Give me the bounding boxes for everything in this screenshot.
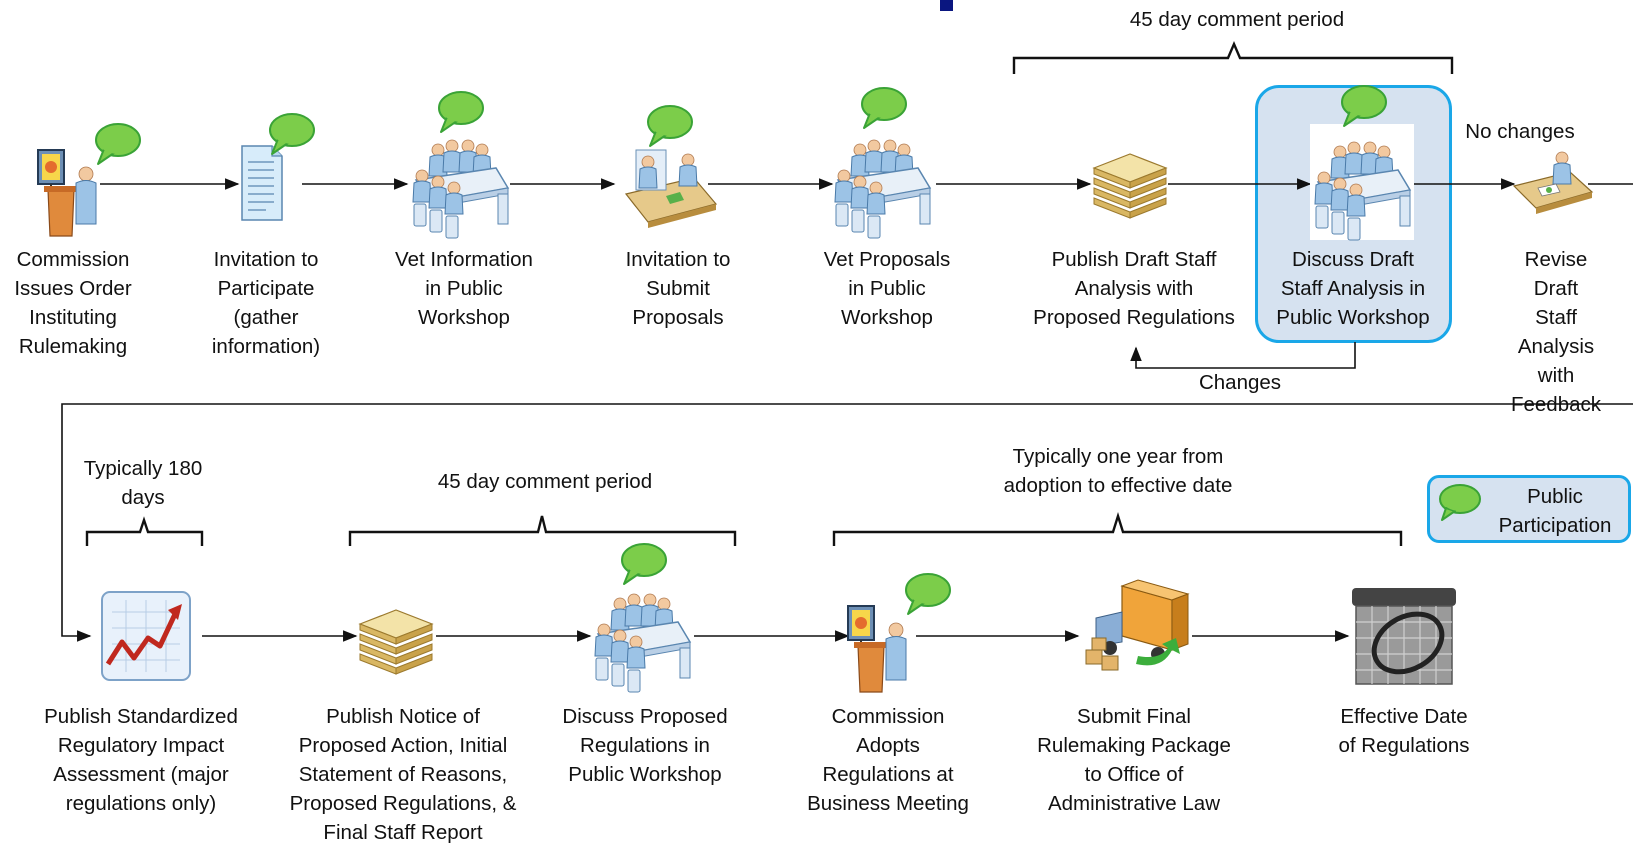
comment-period-label-row2: 45 day comment period — [437, 470, 653, 493]
step-label-discuss-proposed-regulations: Discuss Proposed Regulations in Public W… — [562, 705, 728, 786]
step-label-discuss-draft-staff-analysis: Discuss Draft Staff Analysis in Public W… — [1276, 248, 1430, 329]
speech-bubble-icon — [861, 87, 907, 129]
title-fragment-mark — [940, 0, 953, 11]
step-label-commission-issues-order: Commission Issues Order Instituting Rule… — [14, 248, 132, 358]
legend-box: Public Participation — [1427, 475, 1631, 543]
step-label-invitation-to-participate: Invitation to Participate (gather inform… — [211, 248, 321, 358]
document-stack-icon — [359, 609, 433, 675]
step-label-publish-notice: Publish Notice of Proposed Action, Initi… — [289, 705, 517, 844]
step-label-invitation-to-submit: Invitation to Submit Proposals — [625, 248, 731, 329]
speech-bubble-icon — [1341, 85, 1387, 127]
writing-at-desk-icon — [1512, 151, 1594, 214]
step-label-publish-sria: Publish Standardized Regulatory Impact A… — [44, 705, 238, 815]
typically-180-label: Typically 180 days — [83, 457, 203, 509]
one-year-label: Typically one year from adoption to effe… — [1003, 445, 1233, 497]
speech-bubble-icon — [647, 105, 693, 147]
speech-bubble-icon — [438, 91, 484, 133]
speech-bubble-icon — [905, 573, 951, 615]
step-label-commission-adopts: Commission Adopts Regulations at Busines… — [807, 705, 969, 815]
speech-bubble-icon — [269, 113, 315, 155]
no-changes-label: No changes — [1465, 120, 1575, 143]
speech-bubble-icon — [621, 543, 667, 585]
meeting-table-icon — [835, 140, 930, 238]
document-icon — [241, 145, 283, 221]
delivery-truck-icon — [1085, 579, 1190, 671]
speech-bubble-icon — [1439, 484, 1481, 521]
meeting-table-icon — [595, 594, 690, 692]
step-label-effective-date: Effective Date of Regulations — [1338, 705, 1470, 757]
calendar-icon — [1352, 588, 1456, 685]
changes-label: Changes — [1198, 371, 1282, 394]
step-label-publish-draft-staff-analysis: Publish Draft Staff Analysis with Propos… — [1033, 248, 1235, 329]
step-label-submit-final-package: Submit Final Rulemaking Package to Offic… — [1037, 705, 1231, 815]
speech-bubble-icon — [95, 123, 141, 165]
step-label-revise-draft-staff-analysis: Revise Draft Staff Analysis with Feedbac… — [1510, 248, 1602, 416]
trend-chart-icon — [101, 591, 191, 681]
document-stack-icon — [1093, 153, 1167, 219]
desk-meeting-icon — [624, 149, 718, 228]
legend-label: Public Participation — [1498, 485, 1612, 537]
braces — [85, 40, 1454, 546]
meeting-table-icon — [413, 140, 508, 238]
step-label-vet-information: Vet Information in Public Workshop — [395, 248, 533, 329]
comment-period-label-row1: 45 day comment period — [1129, 8, 1345, 31]
presenter-podium-icon — [847, 605, 907, 693]
step-label-vet-proposals: Vet Proposals in Public Workshop — [823, 248, 951, 329]
flow-arrows-row1 — [61, 178, 1633, 642]
presenter-podium-icon — [37, 149, 97, 237]
